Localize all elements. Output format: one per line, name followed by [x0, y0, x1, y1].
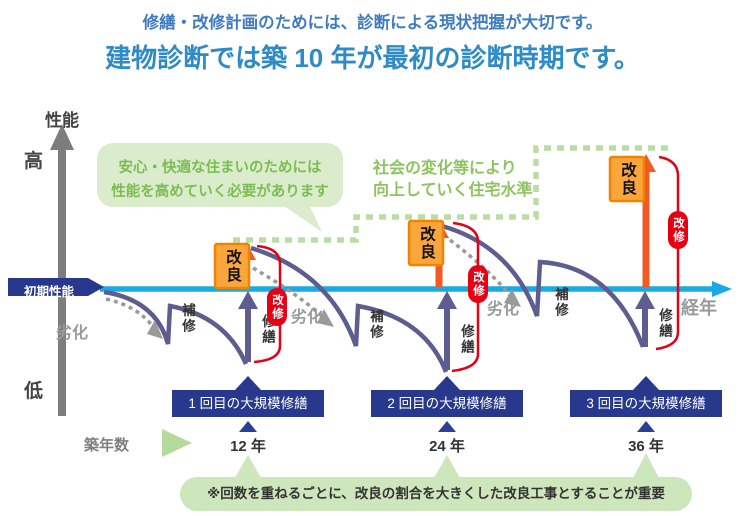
- repair-arrowhead-1-icon: [238, 291, 258, 309]
- year-label-1: 12 年: [230, 438, 266, 455]
- performance-axis-arrowhead-icon: [50, 124, 74, 150]
- repair-arrowhead-3-icon: [635, 291, 655, 309]
- year-marker-tri-3-icon: [637, 421, 655, 432]
- note-tail-3-icon: [633, 453, 659, 478]
- advice-bubble-line1: 安心・快適な住まいのためには: [118, 160, 322, 176]
- improvement-label-2: 改良: [418, 225, 435, 261]
- deterioration-arrow-1: [105, 297, 156, 330]
- timeline-arrowhead-icon: [712, 281, 732, 297]
- renovation-bracket-3: [655, 155, 680, 351]
- note-bar: [180, 477, 692, 511]
- repair-arrowhead-2-icon: [437, 291, 457, 309]
- year-marker-tri-2-icon: [438, 421, 456, 432]
- improvement-box-2: [407, 219, 445, 267]
- repair-label-2: 修繕: [459, 324, 474, 355]
- housing-standard-dashed-line: [233, 145, 668, 243]
- partial-repair-label-2: 補修: [368, 309, 383, 340]
- social-change-line2: 向上していく住宅水準: [373, 182, 533, 199]
- improvement-box-3: [608, 155, 646, 203]
- repair-label-3: 修繕: [657, 308, 672, 339]
- axis-high-label: 高: [24, 151, 44, 172]
- improvement-box-1: [213, 242, 251, 290]
- improvement-label-3: 改良: [619, 161, 636, 197]
- decay-curve-cycle1: [103, 289, 249, 365]
- subtitle: 修繕・改修計画のためには、診断による現状把握が大切です。: [142, 14, 603, 32]
- note-tail-2-icon: [434, 455, 460, 478]
- advice-bubble-line2: 性能を高めていく必要があります: [111, 184, 329, 200]
- year-label-2: 24 年: [429, 438, 465, 455]
- initial-performance-banner: [8, 278, 104, 296]
- year-label-3: 36 年: [628, 438, 664, 455]
- milestone-banner-label-3: 3 回目の大規模修繕: [586, 396, 706, 411]
- deterioration-label-1: 劣化: [56, 325, 89, 342]
- deterioration-label-3: 劣化: [487, 301, 520, 318]
- improvement-label-1: 改良: [224, 248, 241, 284]
- deterioration-arrow-3: [448, 238, 514, 300]
- partial-repair-label-1: 補修: [180, 303, 195, 334]
- renovation-badge-3: 改修: [668, 211, 688, 249]
- aging-axis-label: 経年: [681, 298, 717, 318]
- note-tail-1-icon: [235, 455, 261, 478]
- decay-curve-cycle2: [250, 245, 449, 373]
- page-title: 建物診断では築 10 年が最初の診断時期です。: [105, 43, 640, 73]
- bottom-note: ※回数を重ねるごとに、改良の割合を大きくした改良工事とすることが重要: [207, 486, 665, 501]
- partial-repair-label-3: 補修: [553, 287, 568, 318]
- milestone-banner-2: [371, 390, 523, 417]
- advice-bubble-tail: [278, 198, 322, 232]
- deterioration-label-2: 劣化: [291, 309, 324, 326]
- milestone-banner-1: [172, 390, 324, 417]
- axis-low-label: 低: [24, 381, 44, 402]
- renovation-badge-2: 改修: [468, 265, 488, 303]
- decay-curve-cycle3: [441, 223, 646, 348]
- building-age-label: 築年数: [84, 437, 130, 454]
- milestone-banner-tri-2-icon: [434, 376, 460, 390]
- milestone-banner-tri-3-icon: [633, 376, 659, 390]
- advice-bubble: [97, 143, 343, 207]
- milestone-banner-tri-1-icon: [235, 376, 261, 390]
- deterioration-arrow-2: [252, 266, 326, 320]
- year-marker-tri-1-icon: [239, 421, 257, 432]
- milestone-banner-label-2: 2 回目の大規模修繕: [387, 396, 507, 411]
- deterioration-arrowhead-1-icon: [147, 320, 163, 339]
- initial-performance-label: 初期性能: [23, 285, 74, 299]
- milestone-banner-3: [570, 390, 722, 417]
- renovation-badge-1: 改修: [267, 288, 287, 326]
- building-age-arrow-icon: [162, 429, 192, 457]
- performance-axis-label: 性能: [45, 111, 79, 130]
- deterioration-arrowhead-2-icon: [317, 309, 334, 327]
- milestone-banner-label-1: 1 回目の大規模修繕: [188, 396, 308, 411]
- social-change-line1: 社会の変化等により: [373, 160, 517, 177]
- deterioration-arrowhead-3-icon: [504, 289, 521, 307]
